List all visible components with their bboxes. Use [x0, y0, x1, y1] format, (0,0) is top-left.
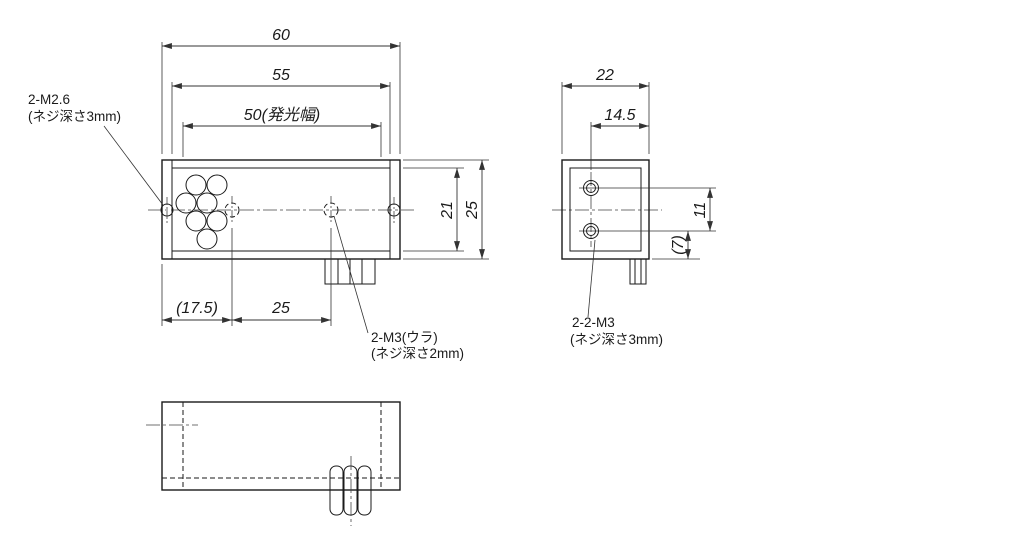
led-lens-array [175, 174, 228, 250]
label-side-m3-line1: 2-2-M3 [572, 315, 615, 330]
dimension-width-55: 55 [171, 67, 391, 154]
side-connector [629, 258, 647, 285]
label-m26-line2: (ネジ深さ3mm) [28, 109, 121, 124]
front-connector [324, 258, 376, 285]
leader-line-side-m3 [587, 239, 596, 318]
dim-text-50: 50(発光幅) [244, 106, 320, 124]
dim-text-22: 22 [595, 67, 614, 84]
bottom-view [146, 401, 401, 526]
side-body-outline [561, 159, 650, 260]
side-body [561, 159, 650, 260]
dim-text-14-5: 14.5 [604, 107, 635, 124]
dimension-7: (7) [652, 231, 700, 260]
callout-side-m3: 2-2-M3 (ネジ深さ3mm) [570, 239, 663, 347]
side-tapped-holes [579, 180, 716, 239]
bottom-body-outline [161, 401, 401, 491]
dim-text-25-height: 25 [464, 201, 481, 220]
dim-text-21: 21 [439, 201, 456, 220]
label-m3-line2: (ネジ深さ2mm) [371, 346, 464, 361]
callout-m26: 2-M2.6 (ネジ深さ3mm) [28, 92, 164, 206]
dimension-height-21: 21 [403, 167, 464, 252]
front-view: 60 55 50(発光幅) 21 25 [28, 27, 489, 361]
front-mounting-holes [160, 197, 401, 223]
dimension-width-50-emission: 50(発光幅) [182, 106, 382, 157]
dim-text-60: 60 [272, 27, 290, 44]
dimension-width-60: 60 [161, 27, 401, 154]
dimension-depth-22: 22 [561, 67, 650, 154]
dimension-hole-positions: (17.5) 25 [161, 228, 332, 326]
dim-text-17-5: (17.5) [176, 300, 218, 317]
dim-text-11: 11 [692, 202, 709, 219]
dim-text-7: (7) [670, 235, 687, 255]
leader-line-m3 [333, 215, 369, 334]
label-m26-line1: 2-M2.6 [28, 92, 70, 107]
dim-text-25-pitch: 25 [271, 300, 290, 317]
label-side-m3-line2: (ネジ深さ3mm) [570, 332, 663, 347]
hidden-back-holes [224, 196, 339, 224]
dimension-height-25: 25 [403, 159, 489, 260]
callout-m3-back: 2-M3(ウラ) (ネジ深さ2mm) [333, 215, 464, 361]
dimension-11: 11 [692, 188, 713, 231]
bottom-cable-loops [329, 465, 372, 516]
leader-line-m26 [103, 125, 164, 206]
label-m3-line1: 2-M3(ウラ) [371, 330, 438, 345]
dimension-14-5: 14.5 [590, 107, 649, 170]
dim-text-55: 55 [272, 67, 290, 84]
side-view: 22 14.5 11 (7) 2-2-M3 (ネジ深さ3mm) [552, 67, 716, 347]
